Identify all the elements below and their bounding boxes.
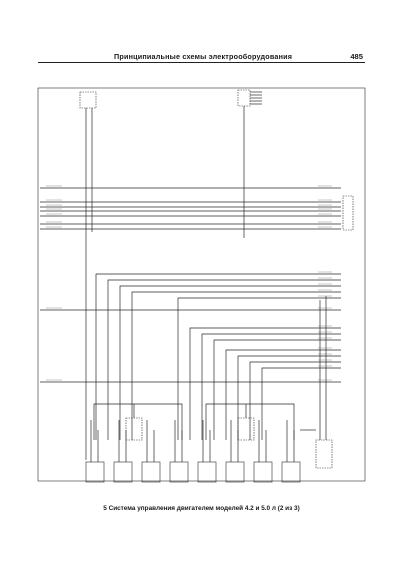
- relay-block-left: [125, 417, 143, 441]
- wire-harness: [249, 361, 341, 440]
- injector-component-6: [225, 461, 245, 483]
- wire-harness: [261, 367, 341, 440]
- control-module-block-right: [342, 195, 354, 231]
- sensor-block-bottom-right: [315, 439, 333, 469]
- wire-harness: [119, 285, 341, 440]
- figure-caption: 5 Система управления двигателем моделей …: [103, 505, 300, 512]
- wire-harness: [131, 291, 341, 440]
- wire-harness: [213, 339, 341, 440]
- wire-harness: [107, 279, 341, 440]
- header-rule: [38, 62, 365, 63]
- wire-harness: [201, 333, 341, 440]
- injector-component-2: [113, 461, 133, 483]
- wire-harness: [225, 349, 341, 440]
- wire-harness: [177, 297, 341, 440]
- page-number: 485: [350, 52, 363, 61]
- injector-component-3: [141, 461, 161, 483]
- wire-harness: [237, 355, 341, 440]
- injector-component-8: [281, 461, 301, 483]
- relay-block-right: [237, 417, 255, 441]
- wire-harness: [95, 273, 341, 440]
- connector-block-top-center: [237, 89, 251, 107]
- injector-component-7: [253, 461, 273, 483]
- page-header-title: Принципиальные схемы электрооборудования: [114, 52, 293, 61]
- injector-component-1: [85, 461, 105, 483]
- page-header: Принципиальные схемы электрооборудования…: [38, 52, 365, 64]
- injector-component-5: [197, 461, 217, 483]
- wire-collector-left: [93, 403, 183, 440]
- injector-component-4: [169, 461, 189, 483]
- wire-collector-right: [205, 403, 295, 440]
- connector-block-top-left: [79, 91, 97, 109]
- diagram-frame: [37, 87, 366, 482]
- wire-harness: [189, 327, 341, 440]
